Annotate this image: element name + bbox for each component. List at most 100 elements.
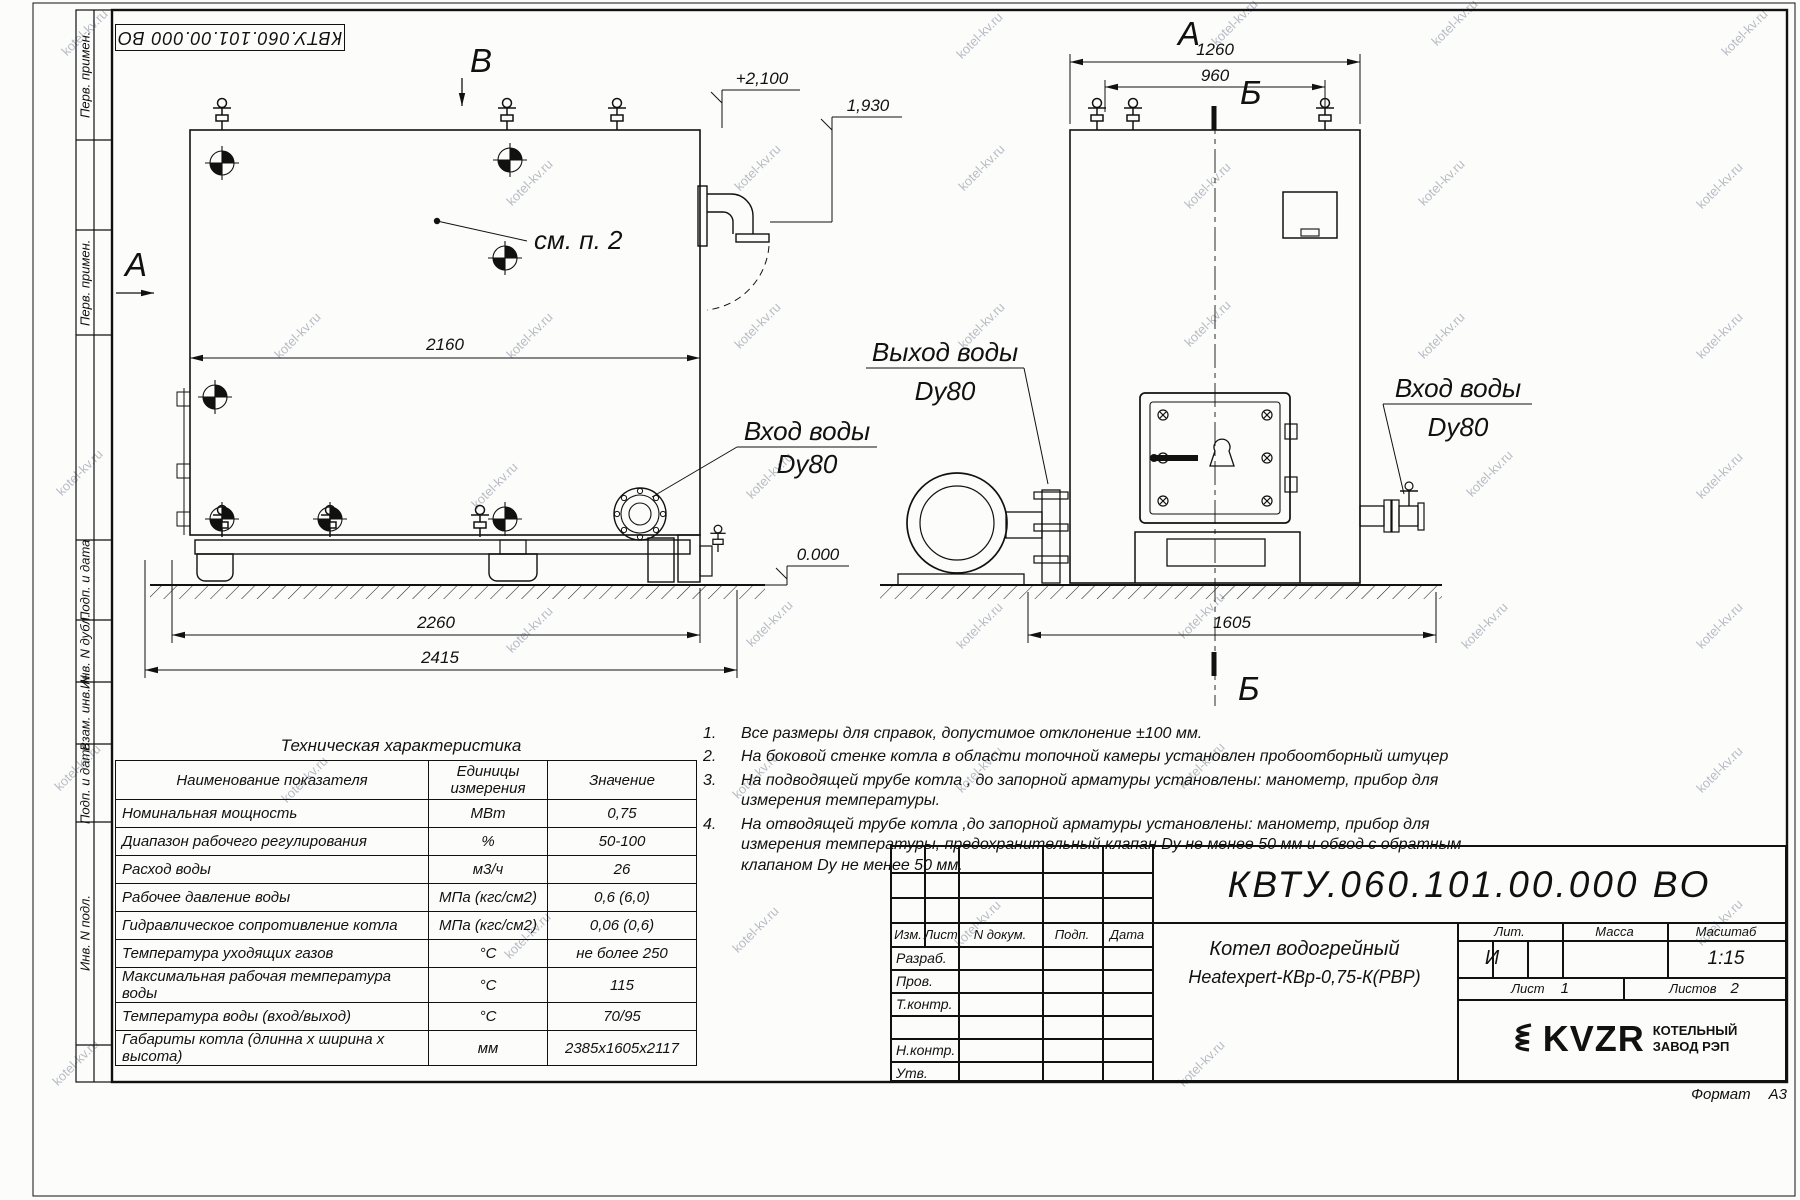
- cell-units: °С: [428, 967, 548, 1003]
- product-name: Котел водогрейный Heatexpert-КВр-0,75-К(…: [1154, 924, 1455, 1078]
- note-item: 1. Все размеры для справок, допустимое от…: [703, 724, 1511, 744]
- company-name-line1: КОТЕЛЬНЫЙ: [1652, 1022, 1738, 1038]
- tech-table: Наименование показателя Единицы измерени…: [115, 760, 697, 1066]
- cell-units: °С: [428, 939, 548, 968]
- valve-icon: [1087, 97, 1107, 131]
- note-text: Все размеры для справок, допустимое откл…: [741, 725, 1203, 742]
- cell-units: мм: [428, 1030, 548, 1066]
- cell-value: 0,06 (0,6): [547, 911, 697, 940]
- doc-number: КВТУ.060.101.00.000 ВО: [1227, 863, 1712, 905]
- valve-icon: [497, 97, 517, 131]
- level-mark-top: +2,100: [736, 69, 789, 88]
- cell-name: Расход воды: [115, 855, 429, 884]
- row-label-utv: Утв.: [896, 1064, 928, 1081]
- valve-icon: [607, 97, 627, 131]
- note-item: 3.На подводящей трубе котла , до запорно…: [703, 771, 1511, 812]
- boiler-front-view: А 1260 960 Б Б: [866, 15, 1532, 707]
- inlet-size-label: Dy80: [1428, 412, 1489, 442]
- rev-header-list: Лист: [924, 926, 958, 942]
- lifting-mark-icon: [487, 501, 523, 537]
- cell-name: Рабочее давление воды: [115, 883, 429, 912]
- note-item: 2. На боковой стенке котла в области топо…: [703, 747, 1511, 767]
- cell-units: МВт: [428, 799, 548, 828]
- margin-label-inv-dubl: Инв. N дубл.: [77, 613, 93, 689]
- sheet-frame: [32, 2, 1796, 1197]
- cell-name: Гидравлическое сопротивление котла: [115, 911, 429, 940]
- row-label-razrab: Разраб.: [896, 949, 947, 966]
- margin-label-podp-data-1: Подп. и дата: [77, 539, 93, 621]
- col-header-units: Единицы измерения: [428, 760, 548, 800]
- margin-label-inv-podl: Инв. N подл.: [77, 895, 93, 972]
- rev-header-izm: Изм.: [894, 926, 922, 942]
- margin-label-podp-data-2: Подп. и дата: [77, 742, 93, 824]
- view-label-a: А: [123, 246, 147, 283]
- logo-text: KVZR: [1542, 1018, 1645, 1059]
- cell-value: 2385х1605х2117: [547, 1030, 697, 1066]
- section-b-bottom: Б: [1238, 670, 1259, 707]
- dim-body-length: 2160: [425, 335, 464, 354]
- lit-value: И: [1484, 947, 1500, 969]
- level-mark-pipe: 1,930: [847, 96, 890, 115]
- col-header-value: Значение: [547, 760, 697, 800]
- view-a-title: А: [1176, 15, 1200, 52]
- table-header-row: Наименование показателя Единицы измерени…: [115, 760, 697, 800]
- lifting-mark-icon: [492, 142, 528, 178]
- bolt-icon: [1157, 495, 1169, 507]
- company-name: КОТЕЛЬНЫЙ ЗАВОД РЭП: [1653, 1023, 1738, 1056]
- col-header-name: Наименование показателя: [115, 760, 429, 800]
- sheet-cell: Лист 1: [1457, 977, 1623, 999]
- note-text: На боковой стенке котла в области топочн…: [741, 748, 1449, 766]
- inlet-label: Вход воды: [744, 416, 870, 446]
- format-value: А3: [1768, 1086, 1787, 1103]
- table-row: Габариты котла (длинна х ширина х высота…: [115, 1030, 697, 1066]
- section-b-top: Б: [1240, 74, 1261, 111]
- note-reference-label: см. п. 2: [534, 225, 623, 255]
- company-block: KVZR КОТЕЛЬНЫЙ ЗАВОД РЭП: [1457, 999, 1785, 1079]
- boiler-side-view: 2160: [116, 42, 902, 678]
- cell-value: 0,75: [547, 799, 697, 828]
- cell-name: Габариты котла (длинна х ширина х высота…: [115, 1030, 429, 1066]
- inlet-size-label: Dy80: [777, 449, 838, 479]
- sheets-label: Листов: [1669, 980, 1717, 996]
- scale-value: 1:15: [1707, 947, 1745, 969]
- valve-icon: [470, 504, 490, 538]
- note-number: 1.: [703, 725, 717, 742]
- rev-header-podp: Подп.: [1054, 926, 1090, 942]
- note-number: 3.: [703, 771, 717, 789]
- dim-total-length: 2415: [420, 648, 459, 667]
- note-number: 2.: [703, 748, 717, 766]
- doc-number-stamp: КВТУ.060.101.00.000 ВО: [115, 24, 345, 51]
- margin-label-perv-primen-1: Перв. примен.: [77, 31, 93, 119]
- row-label-tkontr: Т.контр.: [896, 995, 953, 1012]
- cell-units: °С: [428, 1002, 548, 1031]
- note-item: 4.На отводящей трубе котла ,до запорной …: [703, 815, 1511, 876]
- level-mark-zero: 0.000: [797, 545, 840, 564]
- rev-header-docnum: N докум.: [973, 926, 1027, 942]
- table-row: Диапазон рабочего регулирования%50-100: [115, 827, 697, 856]
- sheets-cell: Листов 2: [1623, 977, 1785, 999]
- product-name-line1: Котел водогрейный: [1209, 938, 1400, 960]
- cell-value: 50-100: [547, 827, 697, 856]
- valve-icon: [212, 97, 232, 131]
- company-name-line2: ЗАВОД РЭП: [1652, 1039, 1730, 1054]
- sheet-label: Лист: [1511, 980, 1545, 996]
- doc-number-stamp-text: КВТУ.060.101.00.000 ВО: [117, 28, 343, 48]
- cell-value: 115: [547, 967, 697, 1003]
- cell-units: %: [428, 827, 548, 856]
- lit-header: Лит.: [1494, 923, 1525, 939]
- inlet-label: Вход воды: [1395, 373, 1521, 403]
- format-label: Формат: [1691, 1086, 1751, 1103]
- cell-name: Температура воды (вход/выход): [115, 1002, 429, 1031]
- row-label-nkontr: Н.контр.: [896, 1041, 956, 1058]
- lifting-mark-icon: [197, 379, 233, 415]
- lifting-mark-icon: [204, 145, 240, 181]
- outlet-size-label: Dy80: [915, 376, 976, 406]
- product-name-line2: Heatexpert-КВр-0,75-К(РВР): [1188, 967, 1421, 987]
- cell-value: 70/95: [547, 1002, 697, 1031]
